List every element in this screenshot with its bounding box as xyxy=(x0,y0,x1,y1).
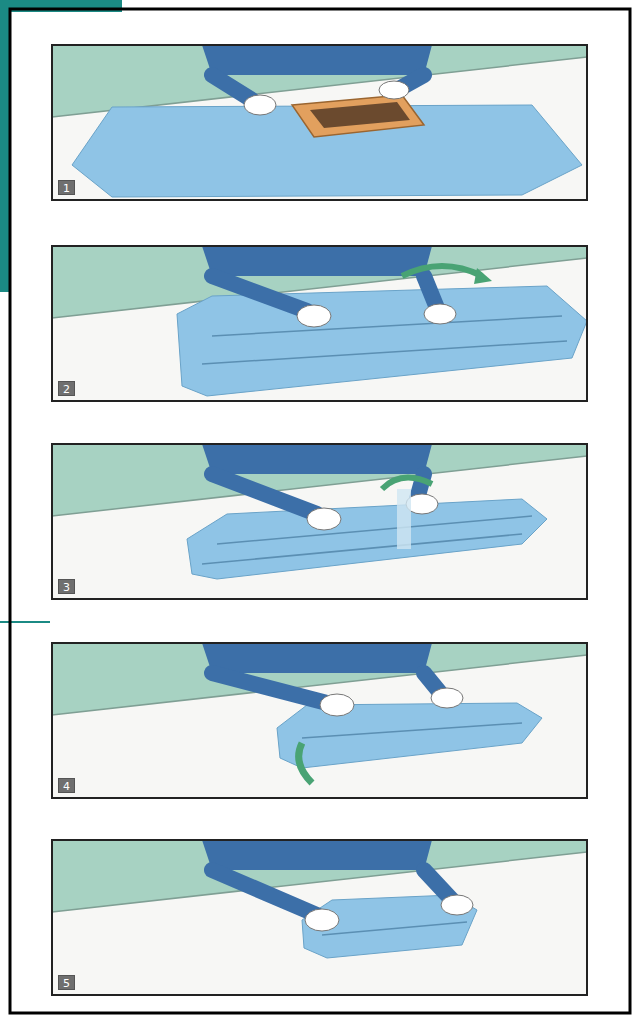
panel-2 xyxy=(52,246,587,401)
panel-1 xyxy=(52,45,587,200)
step-number: 4 xyxy=(58,778,75,793)
panel-frames xyxy=(52,45,587,995)
teal-strip xyxy=(0,0,9,292)
outer-frame xyxy=(10,9,630,1013)
teal-line xyxy=(0,621,50,623)
step-number: 5 xyxy=(58,975,75,990)
panel-5 xyxy=(52,840,587,995)
step-number: 1 xyxy=(58,180,75,195)
step-number: 2 xyxy=(58,381,75,396)
panel-4 xyxy=(52,643,587,798)
step-number: 3 xyxy=(58,579,75,594)
panel-3 xyxy=(52,444,587,599)
